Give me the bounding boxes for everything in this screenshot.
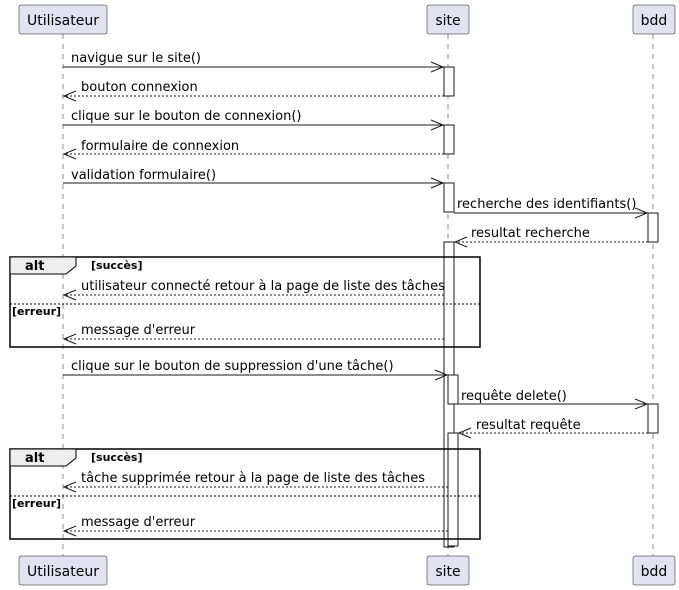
message: bouton connexion xyxy=(62,80,444,102)
message-label: resultat requête xyxy=(476,418,581,433)
activation-bar xyxy=(647,403,659,434)
participant-site-label: site xyxy=(435,564,460,580)
message-label: bouton connexion xyxy=(81,80,198,95)
message-label: message d'erreur xyxy=(81,515,196,530)
fragment-guard: [succès] xyxy=(91,259,142,272)
message-label: validation formulaire() xyxy=(71,168,216,183)
participant-site-label: site xyxy=(435,13,460,29)
participant-site-top: site xyxy=(426,4,470,35)
message: validation formulaire() xyxy=(63,168,445,189)
participant-bdd-top: bdd xyxy=(632,4,676,35)
participant-bdd-bottom: bdd xyxy=(632,555,676,586)
alt-fragment: alt [succès] [erreur] xyxy=(9,448,481,540)
activation-bar xyxy=(447,374,459,405)
fragment-guard: [erreur] xyxy=(12,497,61,510)
message: tâche supprimée retour à la page de list… xyxy=(62,471,448,493)
activation-bar xyxy=(647,212,659,243)
message-label: tâche supprimée retour à la page de list… xyxy=(81,471,425,486)
participant-user-label: Utilisateur xyxy=(27,564,99,580)
message-label: clique sur le bouton de suppression d'un… xyxy=(71,359,394,374)
message: resultat recherche xyxy=(453,226,648,248)
message: recherche des identifiants() xyxy=(454,197,649,219)
message: message d'erreur xyxy=(62,515,448,537)
message-label: formulaire de connexion xyxy=(81,139,239,154)
message: message d'erreur xyxy=(62,323,444,345)
message-label: resultat recherche xyxy=(471,226,590,241)
activation-bar xyxy=(443,182,455,213)
activation-bar xyxy=(447,432,459,547)
participant-bdd-label: bdd xyxy=(641,13,668,29)
message: navigue sur le site() xyxy=(63,51,445,73)
message: resultat requête xyxy=(457,418,648,439)
message-label: utilisateur connecté retour à la page de… xyxy=(81,279,445,294)
message-label: clique sur le bouton de connexion() xyxy=(71,109,301,124)
message-label: message d'erreur xyxy=(81,323,196,338)
message-label: recherche des identifiants() xyxy=(457,197,636,212)
message: utilisateur connecté retour à la page de… xyxy=(62,279,445,301)
message-label: navigue sur le site() xyxy=(71,51,201,66)
message: formulaire de connexion xyxy=(62,139,444,160)
fragment-keyword: alt xyxy=(25,259,44,274)
alt-fragment: alt [succès] [erreur] xyxy=(9,256,481,348)
participant-user-label: Utilisateur xyxy=(27,13,99,29)
participant-user-top: Utilisateur xyxy=(18,4,108,35)
activation-bar xyxy=(443,124,455,155)
message: requête delete() xyxy=(458,389,649,410)
fragment-guard: [erreur] xyxy=(12,305,61,318)
fragment-keyword: alt xyxy=(25,451,44,466)
message: clique sur le bouton de suppression d'un… xyxy=(63,359,449,381)
fragment-guard: [succès] xyxy=(91,451,142,464)
message-label: requête delete() xyxy=(461,389,567,404)
participant-user-bottom: Utilisateur xyxy=(18,555,108,586)
participant-bdd-label: bdd xyxy=(641,564,668,580)
message: clique sur le bouton de connexion() xyxy=(63,109,445,131)
participant-site-bottom: site xyxy=(426,555,470,586)
activation-bar xyxy=(443,66,455,97)
